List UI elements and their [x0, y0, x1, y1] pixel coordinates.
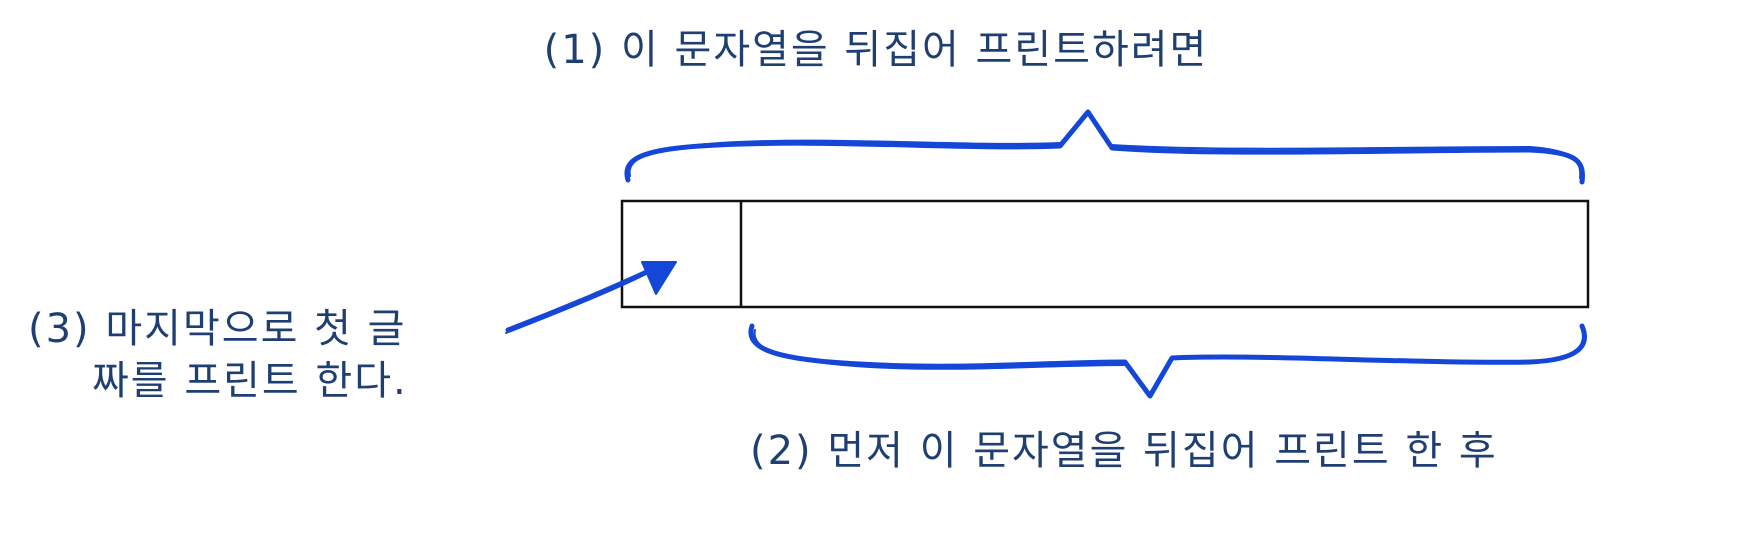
left-caption: (3) 마지막으로 첫 글 짜를 프린트 한다. [28, 303, 408, 407]
bottom-brace [748, 323, 1587, 399]
bottom-caption: (2) 먼저 이 문자열을 뒤집어 프린트 한 후 [750, 428, 1498, 474]
top-caption: (1) 이 문자열을 뒤집어 프린트하려면 [543, 27, 1209, 73]
top-brace [624, 109, 1585, 185]
string-box [620, 199, 1590, 309]
arrow-to-first-char [505, 261, 677, 334]
left-caption-line1: (3) 마지막으로 첫 글 [28, 306, 407, 352]
left-caption-line2: 짜를 프린트 한다. [92, 358, 408, 404]
